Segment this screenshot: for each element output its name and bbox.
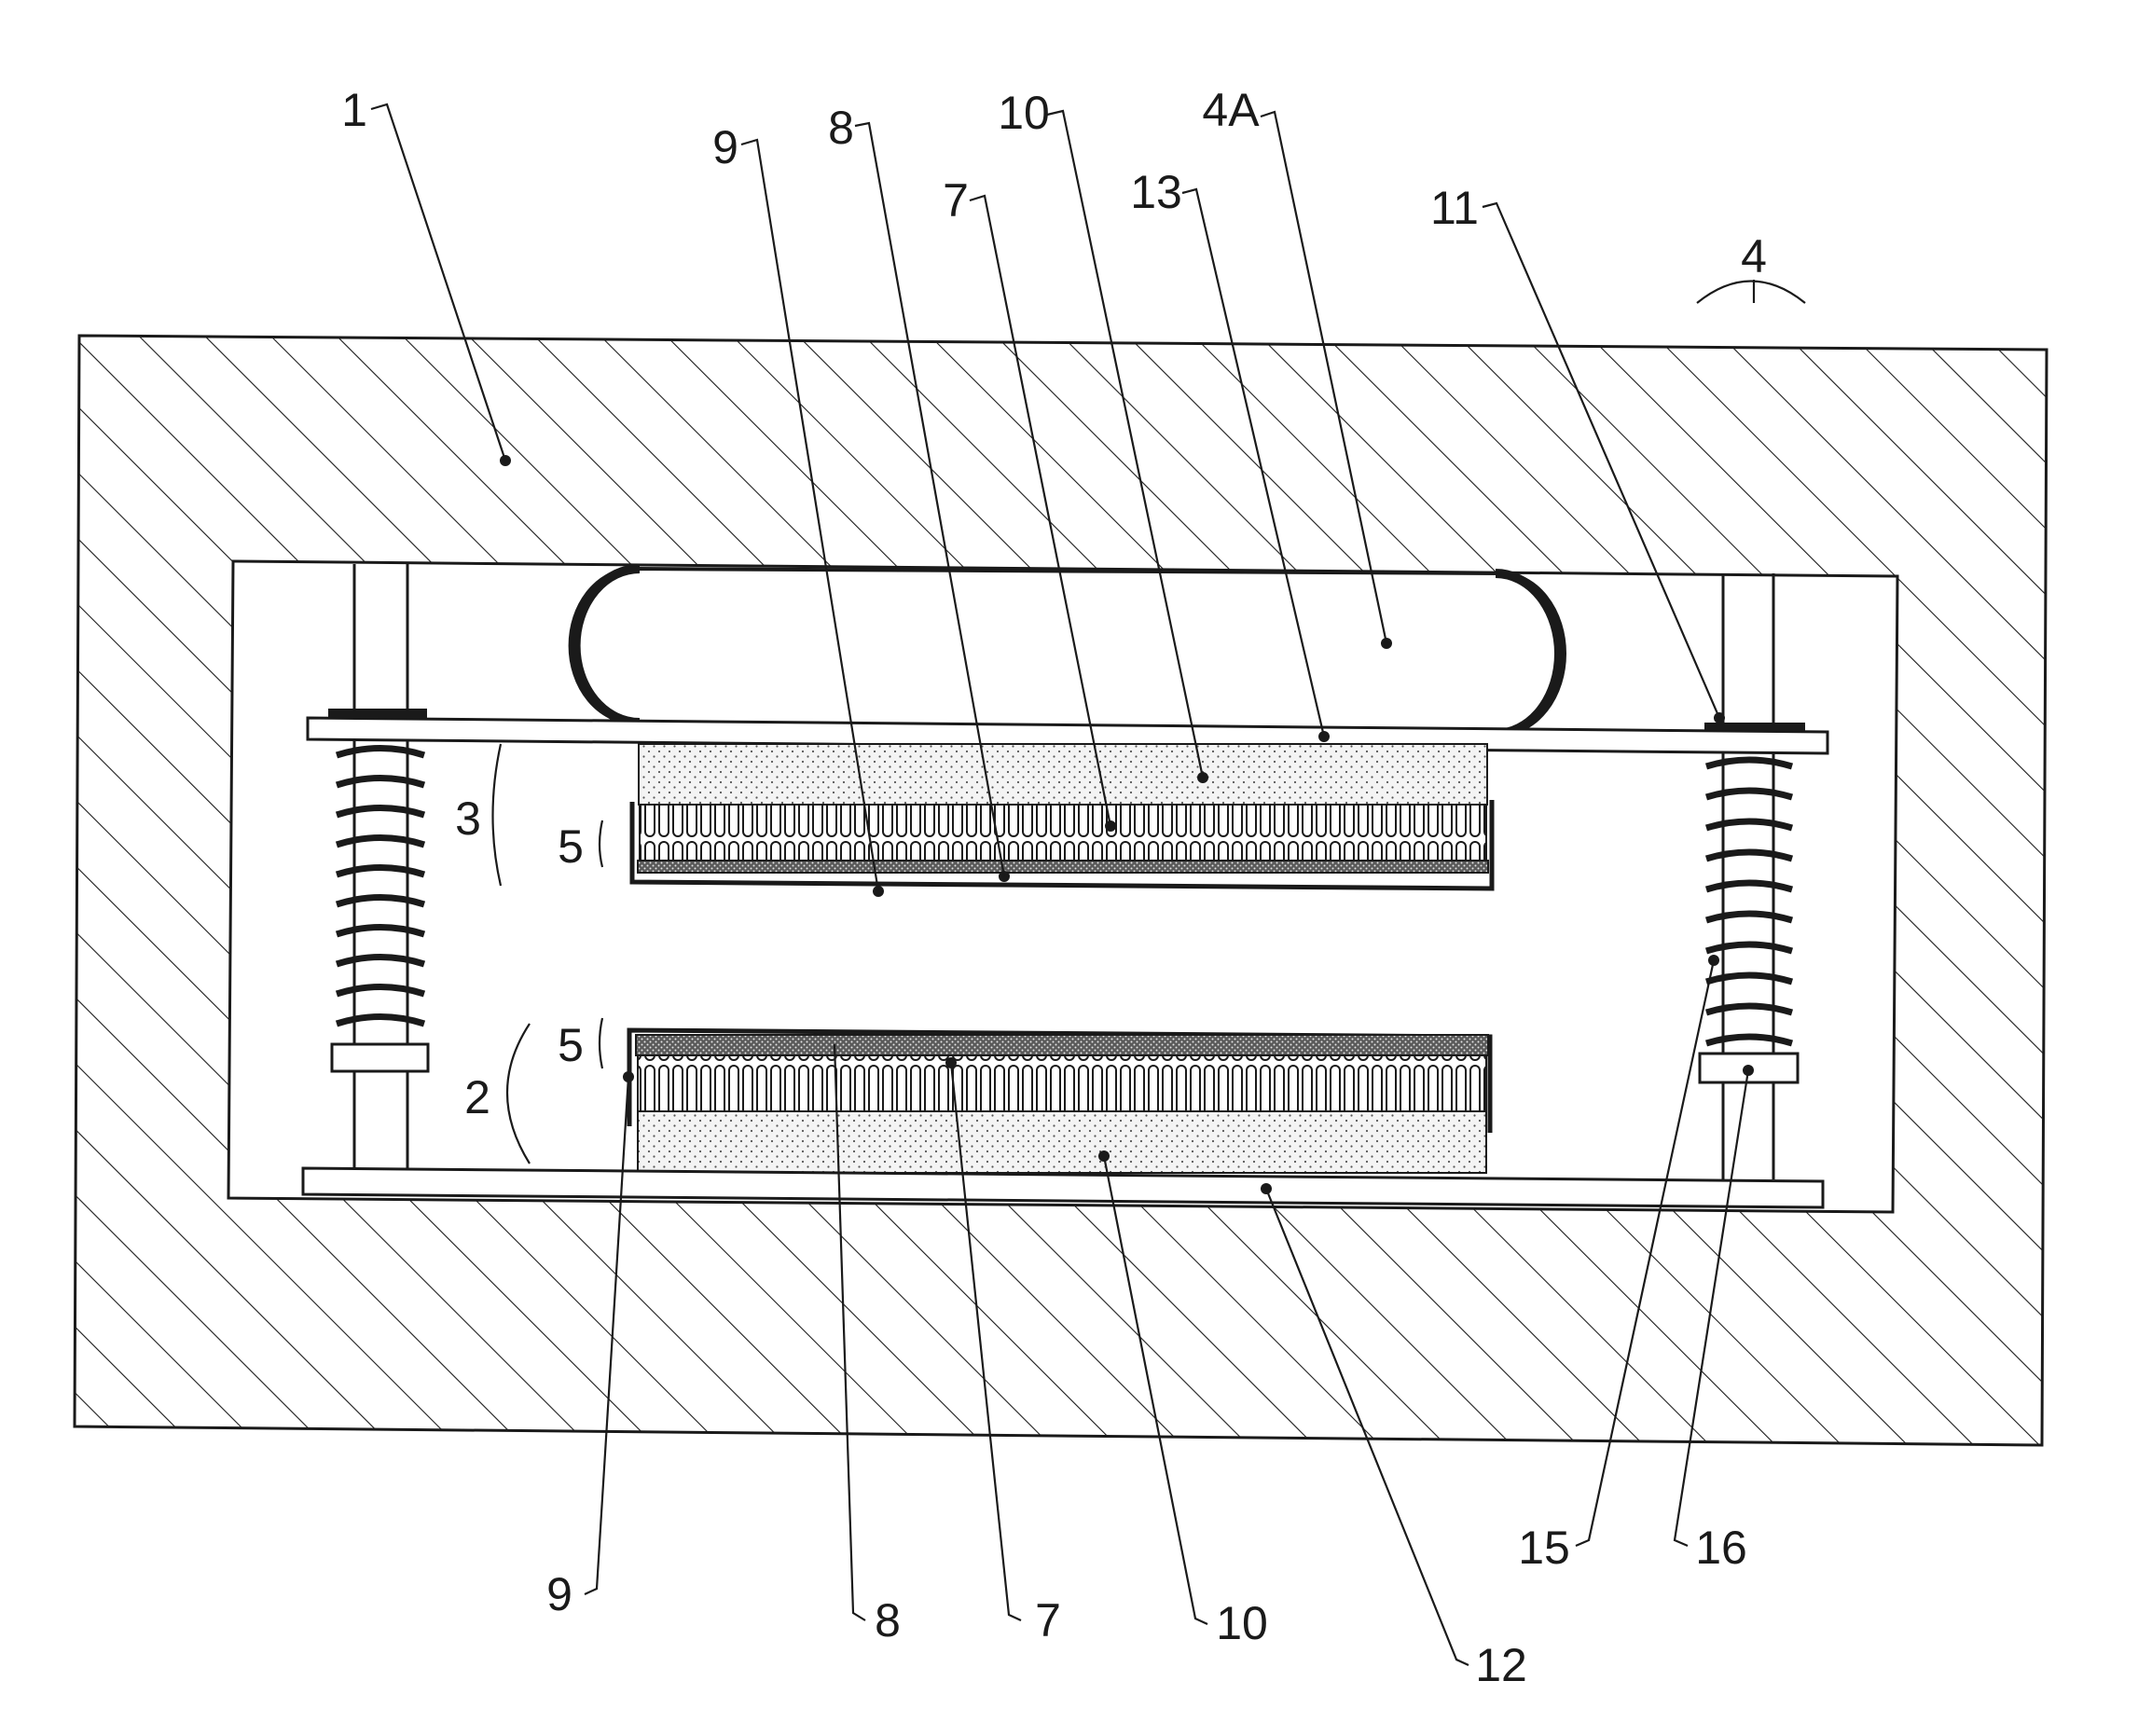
label-13-top: 13 <box>1130 166 1182 218</box>
label-15: 15 <box>1518 1522 1570 1574</box>
label-8-top: 8 <box>828 102 854 154</box>
lower-base-10 <box>638 1111 1486 1173</box>
lower-fins-7 <box>638 1055 1486 1111</box>
right-guide-rod <box>1723 573 1773 1179</box>
label-7-top: 7 <box>943 174 969 227</box>
right-washer <box>1704 723 1805 732</box>
label-9-top: 9 <box>712 121 738 173</box>
label-9-bottom: 9 <box>546 1568 572 1620</box>
upper-assembly <box>632 744 1492 889</box>
label-4a: 4A <box>1202 84 1260 136</box>
housing <box>75 336 2047 1445</box>
label-10-top: 10 <box>998 87 1050 139</box>
label-3: 3 <box>455 792 481 845</box>
left-spring <box>337 749 424 1025</box>
label-1: 1 <box>341 84 367 136</box>
label-2: 2 <box>464 1071 490 1123</box>
upper-base-10 <box>639 744 1487 805</box>
bladder <box>571 569 1565 734</box>
upper-fins-7 <box>640 805 1486 861</box>
label-12: 12 <box>1475 1639 1527 1691</box>
label-8-bottom: 8 <box>875 1594 901 1646</box>
label-5-lower: 5 <box>558 1019 584 1071</box>
reference-labels: 1 4A 13 10 7 8 9 11 4 3 5 5 2 9 8 7 10 1… <box>341 84 1767 1691</box>
lower-assembly <box>629 1030 1490 1173</box>
left-washer <box>328 709 427 718</box>
label-7-bottom: 7 <box>1035 1594 1061 1646</box>
label-4: 4 <box>1741 230 1767 282</box>
label-5-upper: 5 <box>558 820 584 873</box>
upper-layer-8 <box>638 861 1488 873</box>
lower-layer-8 <box>636 1035 1488 1055</box>
label-11: 11 <box>1430 182 1479 234</box>
right-spring <box>1706 760 1792 1043</box>
label-10-bottom: 10 <box>1216 1597 1268 1649</box>
label-16: 16 <box>1695 1522 1747 1574</box>
left-collar <box>332 1044 428 1071</box>
